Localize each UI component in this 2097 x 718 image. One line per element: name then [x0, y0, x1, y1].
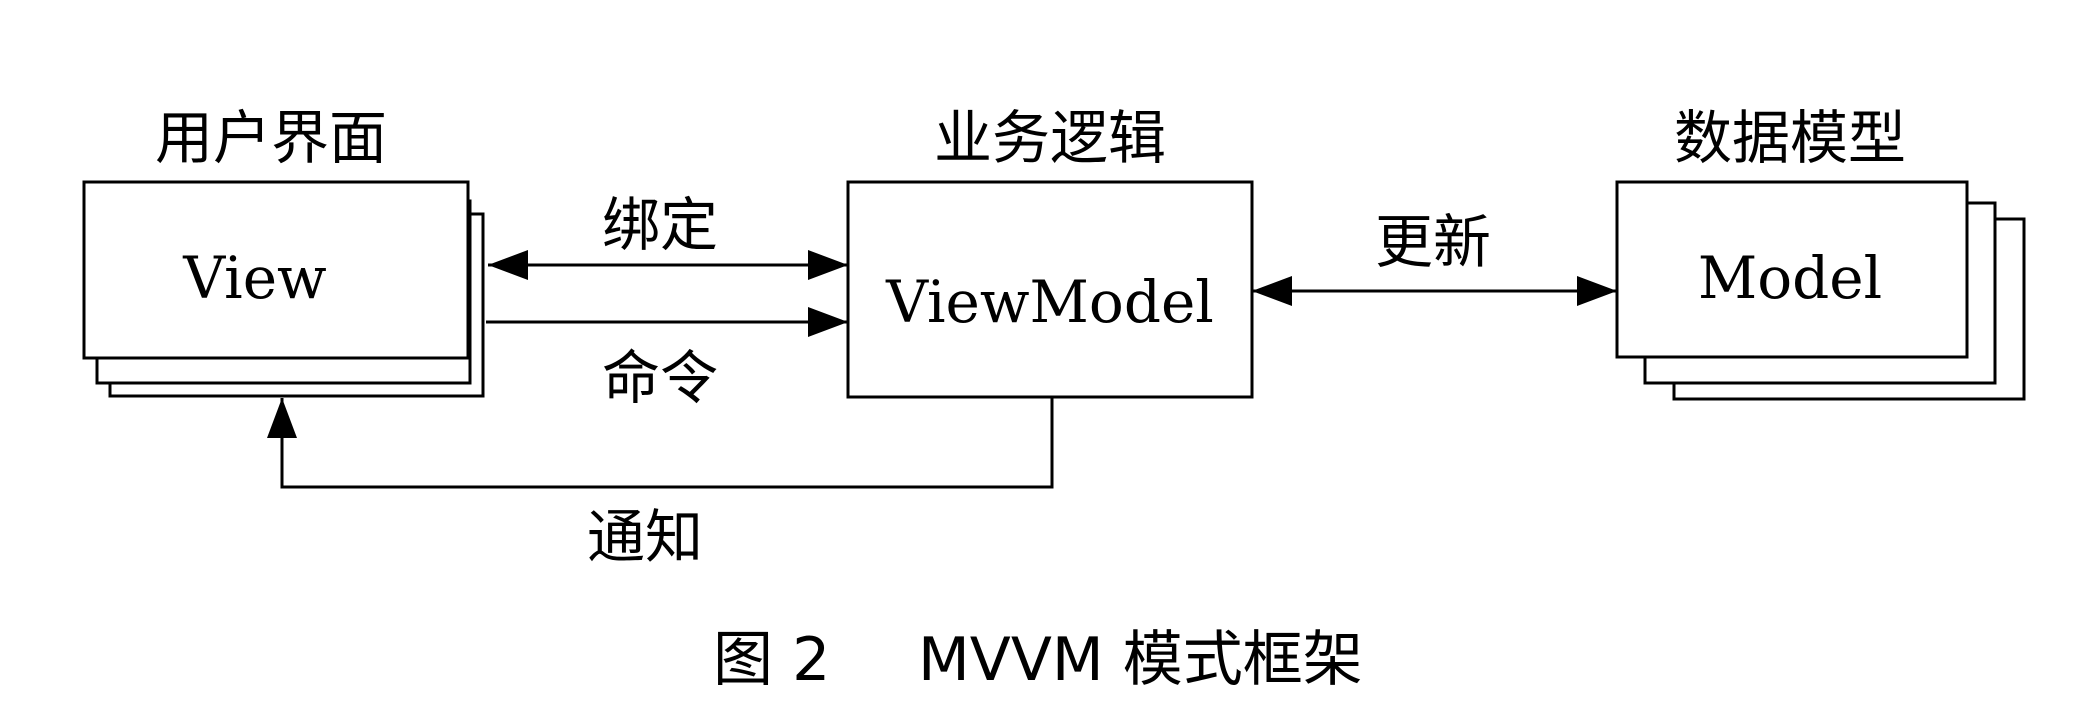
view-stack	[82, 180, 485, 398]
figure-title: MVVM 模式框架	[918, 625, 1363, 695]
viewmodel-box	[846, 180, 1254, 399]
viewmodel-box-label: ViewModel	[885, 268, 1214, 336]
model-heading: 数据模型	[1674, 104, 1906, 172]
update-label: 更新	[1375, 208, 1491, 276]
notify-label: 通知	[587, 503, 703, 571]
notify-arrow	[267, 397, 1054, 489]
model-box	[1615, 180, 1969, 359]
view-box-label: View	[182, 244, 326, 312]
viewmodel-heading: 业务逻辑	[934, 104, 1166, 172]
model-stack	[1615, 180, 2026, 401]
binding-label: 绑定	[602, 191, 718, 259]
view-box	[82, 180, 470, 360]
figure-number: 图 2	[713, 625, 830, 695]
model-box-label: Model	[1698, 244, 1882, 312]
command-label: 命令	[602, 344, 718, 412]
view-heading: 用户界面	[155, 104, 387, 172]
